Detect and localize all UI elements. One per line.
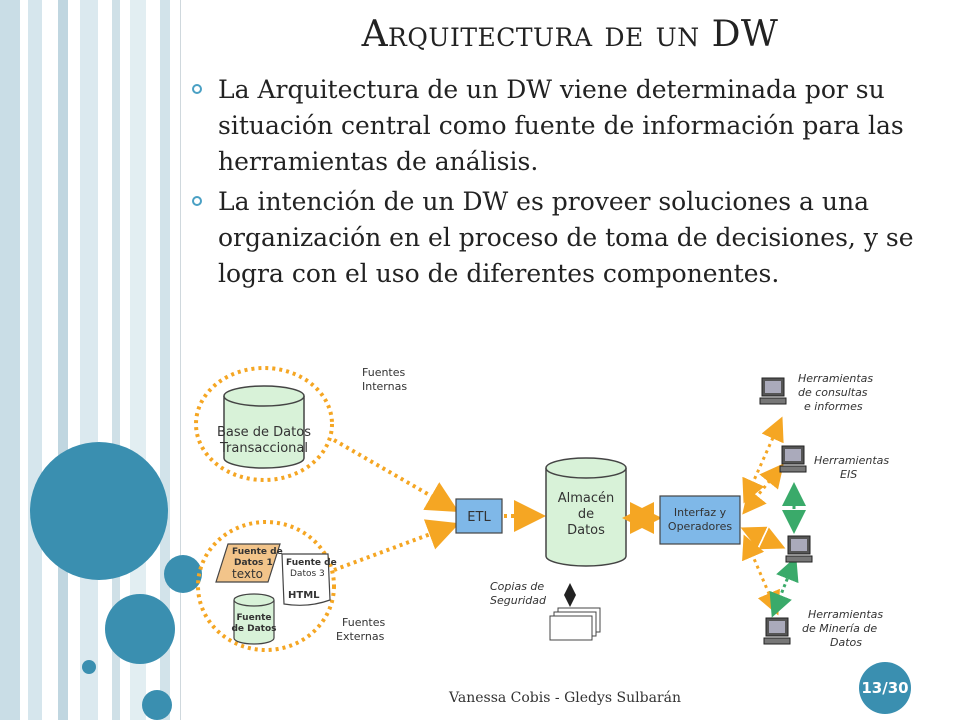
external-sources-label-1: Fuentes [342, 616, 386, 629]
bullet-circle-icon [192, 196, 202, 206]
text-source-label-2: Datos 1 [234, 558, 273, 568]
data-warehouse-label-2: de [578, 507, 594, 522]
arrow-interface-to-mining [742, 534, 780, 616]
html-source-label-3: HTML [288, 590, 320, 601]
data-warehouse-label-1: Almacén [558, 491, 615, 506]
data-source-db-icon [233, 593, 275, 645]
etl-label: ETL [467, 510, 491, 525]
computer-icon [763, 617, 791, 645]
transactional-db-icon [223, 385, 305, 469]
query-tools-label-1: Herramientas [798, 372, 873, 385]
eis-tools-label-2: EIS [840, 468, 857, 481]
backup-pages-icon [549, 607, 601, 641]
computer-icon [779, 445, 807, 473]
html-source-label-2: Datos 3 [290, 569, 325, 579]
mining-tools-label-1: Herramientas [808, 608, 883, 621]
external-sources-ellipse [196, 520, 336, 652]
query-tools-label-3: e informes [804, 400, 863, 413]
mining-tools-label-3: Datos [830, 636, 862, 649]
decorative-circle-small [164, 555, 202, 593]
arrow-interface-to-eis [742, 463, 784, 515]
arrow-internal-to-etl [333, 438, 459, 512]
bullet-list: La Arquitectura de un DW viene determina… [192, 72, 937, 296]
arrow-external-to-etl [333, 519, 460, 572]
query-tools-label-2: de consultas [798, 386, 868, 399]
bullet-item: La intención de un DW es proveer solucio… [192, 184, 937, 292]
transactional-db-label-1: Base de Datos [217, 425, 311, 440]
data-warehouse-icon [545, 457, 627, 567]
text-source-label-1: Fuente de [232, 547, 283, 557]
computer-icon [785, 535, 813, 563]
text-source-icon [215, 543, 281, 583]
page-number-badge: 13/30 [859, 662, 911, 714]
data-warehouse-label-3: Datos [567, 523, 605, 538]
arrow-interface-to-pc [740, 526, 786, 550]
internal-sources-label-1: Fuentes [362, 366, 406, 379]
external-sources-label-2: Externas [336, 630, 385, 643]
decorative-circle-tiny [82, 660, 96, 674]
html-source-icon [281, 553, 331, 606]
decorative-circle-large [30, 442, 168, 580]
computer-icon [759, 377, 787, 405]
decorative-circle-bottom [142, 690, 172, 720]
interface-label-1: Interfaz y [674, 506, 727, 519]
etl-box [455, 498, 503, 534]
slide-title: Arquitectura de un DW [361, 14, 779, 55]
backup-label-2: Seguridad [490, 594, 547, 607]
bullet-text: La Arquitectura de un DW viene determina… [218, 75, 904, 176]
backup-label-1: Copias de [490, 580, 544, 593]
arrow-interface-to-queries [742, 416, 784, 504]
data-source-db-label-1: Fuente [236, 613, 271, 623]
bullet-item: La Arquitectura de un DW viene determina… [192, 72, 937, 180]
mining-tools-label-2: de Minería de [802, 622, 877, 635]
transactional-db-label-2: Transaccional [219, 441, 308, 456]
text-source-label-3: texto [232, 567, 263, 581]
html-source-label-1: Fuente de [286, 558, 337, 568]
internal-sources-label-2: Internas [362, 380, 407, 393]
decorative-circle-medium [105, 594, 175, 664]
internal-sources-ellipse [194, 366, 334, 482]
data-source-db-label-2: de Datos [231, 624, 276, 634]
interface-label-2: Operadores [668, 520, 732, 533]
slide-footer: Vanessa Cobis - Gledys Sulbarán [449, 690, 681, 706]
eis-tools-label-1: Herramientas [814, 454, 889, 467]
interface-box [659, 495, 741, 545]
divider-line [180, 0, 181, 720]
bullet-circle-icon [192, 84, 202, 94]
green-arrow-pc-mining [769, 556, 799, 618]
architecture-diagram: Base de Datos Transaccional Fuentes Inte… [194, 366, 889, 652]
bullet-text: La intención de un DW es proveer solucio… [218, 187, 914, 288]
